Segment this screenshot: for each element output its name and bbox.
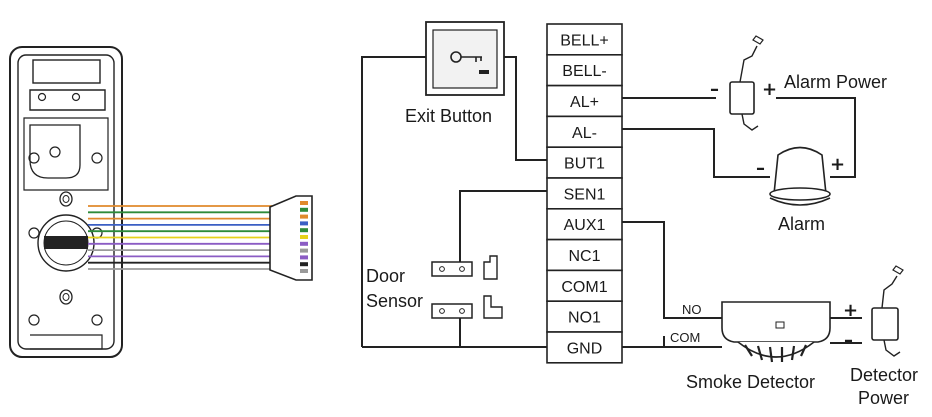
detector-plus-sign: + xyxy=(843,300,858,321)
connector-pin xyxy=(300,269,308,273)
terminal-cell-sen1 xyxy=(546,177,623,210)
connector-pin xyxy=(300,221,308,226)
wire-aux1-smoke-no xyxy=(622,221,722,319)
wire-al-minus xyxy=(622,128,770,178)
wire-exit-button-gnd xyxy=(361,56,426,347)
connector-pin xyxy=(300,262,308,267)
terminal-label: BELL+ xyxy=(560,32,608,49)
cable-wires xyxy=(88,205,272,270)
terminal-cell-al-minus xyxy=(546,115,623,149)
terminal-cell-no1 xyxy=(546,300,623,333)
wire-exit-button-but1 xyxy=(504,56,547,161)
exit-button-label: Exit Button xyxy=(405,106,492,126)
alarm-siren xyxy=(769,146,831,206)
connector-pin xyxy=(300,228,308,233)
alarm-minus-sign: – xyxy=(756,158,765,179)
wire-door-sensor-sen1 xyxy=(459,190,547,262)
terminal-label: AUX1 xyxy=(564,217,606,234)
wiring xyxy=(361,56,862,348)
smoke-detector-label: Smoke Detector xyxy=(686,372,815,392)
smoke-no-label: NO xyxy=(682,302,702,317)
terminal-cell-com1 xyxy=(546,269,623,302)
exit-button-device xyxy=(425,21,505,96)
wire-alarm-power-to-alarm xyxy=(776,97,856,178)
terminal-cell-bell-minusplus xyxy=(546,23,623,56)
connector-pin xyxy=(300,241,308,246)
access-control-device xyxy=(9,46,123,358)
alarm-power-label: Alarm Power xyxy=(784,72,887,92)
connector-pin xyxy=(300,201,308,205)
terminal-cell-al-minusplus xyxy=(546,84,623,118)
alarm-plus-sign: + xyxy=(830,154,845,175)
terminal-label: SEN1 xyxy=(564,186,606,203)
door-sensor-label-line1: Door xyxy=(366,266,405,286)
connector-pin xyxy=(300,214,308,219)
connector-pin xyxy=(300,255,308,260)
terminal-label: COM1 xyxy=(561,279,607,296)
terminal-cell-aux1 xyxy=(546,208,623,241)
detector-power-adapter xyxy=(871,265,904,357)
terminal-label: BUT1 xyxy=(564,156,605,173)
terminal-cell-nc1 xyxy=(546,238,623,272)
detector-power-label-line2: Power xyxy=(858,388,909,408)
terminal-label: AL- xyxy=(572,125,597,142)
terminal-label: AL+ xyxy=(570,94,599,111)
terminal-cell-bell-minus xyxy=(546,53,623,87)
connector-pin xyxy=(300,235,308,239)
door-sensor-label-line2: Sensor xyxy=(366,291,423,311)
cable-connector xyxy=(269,195,313,281)
alarm-power-adapter xyxy=(729,35,764,131)
alarm-power-plus-sign: + xyxy=(762,79,777,100)
detector-minus-sign: – xyxy=(844,330,853,351)
connector-pins xyxy=(300,201,308,273)
smoke-detector-device xyxy=(721,301,831,363)
terminal-label: BELL- xyxy=(562,63,606,80)
connector-pin xyxy=(300,248,308,253)
terminal-label: GND xyxy=(567,340,603,357)
terminal-label: NO1 xyxy=(568,310,601,327)
alarm-label: Alarm xyxy=(778,214,825,234)
terminal-cell-gnd xyxy=(546,331,623,364)
smoke-com-label: COM xyxy=(670,330,700,345)
alarm-power-minus-sign: – xyxy=(710,79,719,100)
door-sensor-device xyxy=(431,255,503,319)
terminal-block: BELL+ BELL- AL+ AL- BUT1SEN1AUX1NC1COM1NO1GN… xyxy=(546,23,623,364)
connector-pin xyxy=(300,207,308,212)
terminal-label: NC1 xyxy=(568,248,600,265)
detector-power-label-line1: Detector xyxy=(850,365,918,385)
